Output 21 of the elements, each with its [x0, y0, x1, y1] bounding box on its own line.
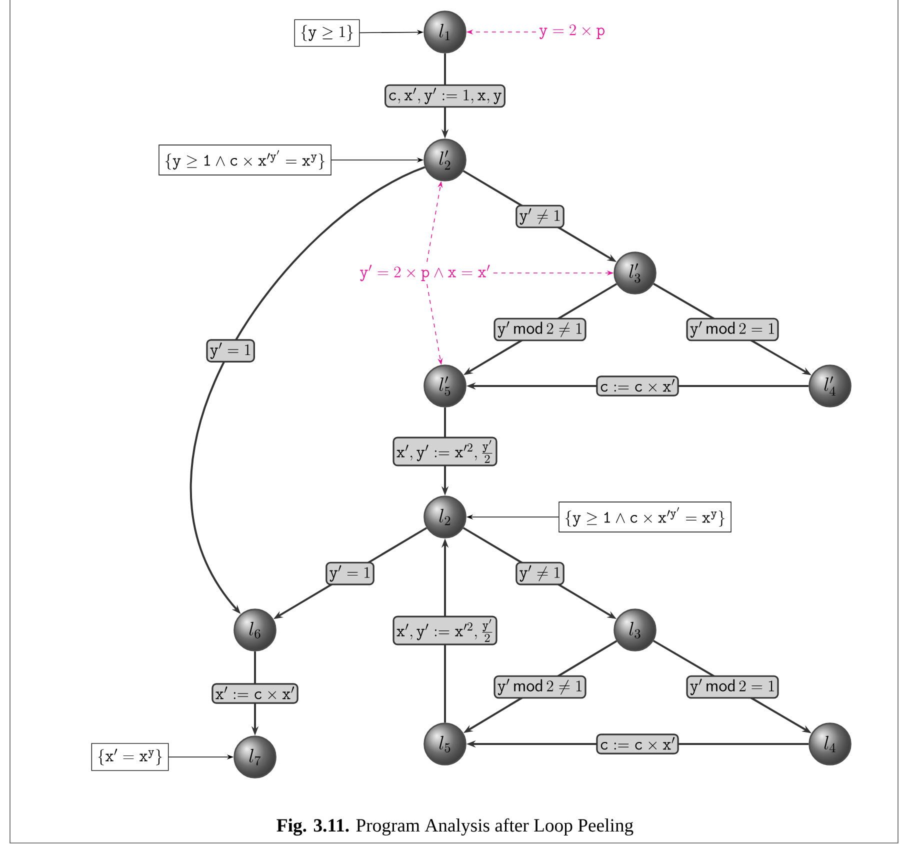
- edge-label: $\mathtt{y}' = 1$: [326, 562, 374, 586]
- assertion-box: $\{\mathtt{y} \geq 1\}$: [294, 19, 360, 47]
- edge-label: $\mathtt{y}' \,\mathsf{mod}\, 2 = 1$: [686, 675, 779, 699]
- assertion-box: $\{\mathtt{y} \geq \mathtt{1} \land \mathtt{c} \times \mathtt{x}'^{\mathtt{y}'} = \mathtt{x}^{\mathtt{y}}\}$: [158, 144, 332, 176]
- assertion-box: $\{\mathtt{x}' = \mathtt{x}^{\mathtt{y}}\}$: [91, 743, 169, 771]
- edge-label: $\mathtt{y}' \,\mathsf{mod}\, 2 \neq 1$: [494, 675, 586, 699]
- edge-label: $\mathtt{x}', \mathtt{y}' := \mathtt{x}'^2, \frac{\mathtt{y}'}{2}$: [392, 436, 498, 466]
- edge-label: $\mathtt{y}' \neq 1$: [516, 204, 564, 228]
- edge-label: $\mathtt{x}' := \mathtt{c} \times \mathtt{x}'$: [212, 683, 298, 704]
- edge-label: $\mathtt{y}' \,\mathsf{mod}\, 2 \neq 1$: [494, 318, 586, 342]
- edge-label: $\mathtt{c} := \mathtt{c} \times \mathtt{x}'$: [596, 734, 679, 754]
- edge-label: $\mathtt{y}' \neq 1$: [516, 562, 564, 586]
- edge-label: $\mathtt{c} := \mathtt{c} \times \mathtt{x}'$: [596, 376, 679, 396]
- edge-label: $\mathtt{c}, \mathtt{x}', \mathtt{y}' := 1, \mathtt{x}, \mathtt{y}$: [384, 84, 506, 108]
- assertion-box: $\{\mathtt{y} \geq \mathtt{1} \land \mathtt{c} \times \mathtt{x}'^{\mathtt{y}'} = \mathtt{x}^{\mathtt{y}}\}$: [558, 502, 732, 532]
- edge-label: $\mathtt{y}' \,\mathsf{mod}\, 2 = 1$: [686, 318, 779, 342]
- edge-label: $\mathtt{x}', \mathtt{y}' := \mathtt{x}'^2, \frac{\mathtt{y}'}{2}$: [392, 616, 498, 646]
- caption: Fig. 3.11. Program Analysis after Loop Peeling: [276, 818, 634, 836]
- annotation-text: $\mathtt{y} = 2 \times \mathtt{p}$: [536, 22, 608, 42]
- annotation-text: $\mathtt{y}' = 2 \times \mathtt{p} \land \mathtt{x} = \mathtt{x}'$: [356, 262, 494, 284]
- edge-label: $\mathtt{y}' = 1$: [206, 339, 255, 362]
